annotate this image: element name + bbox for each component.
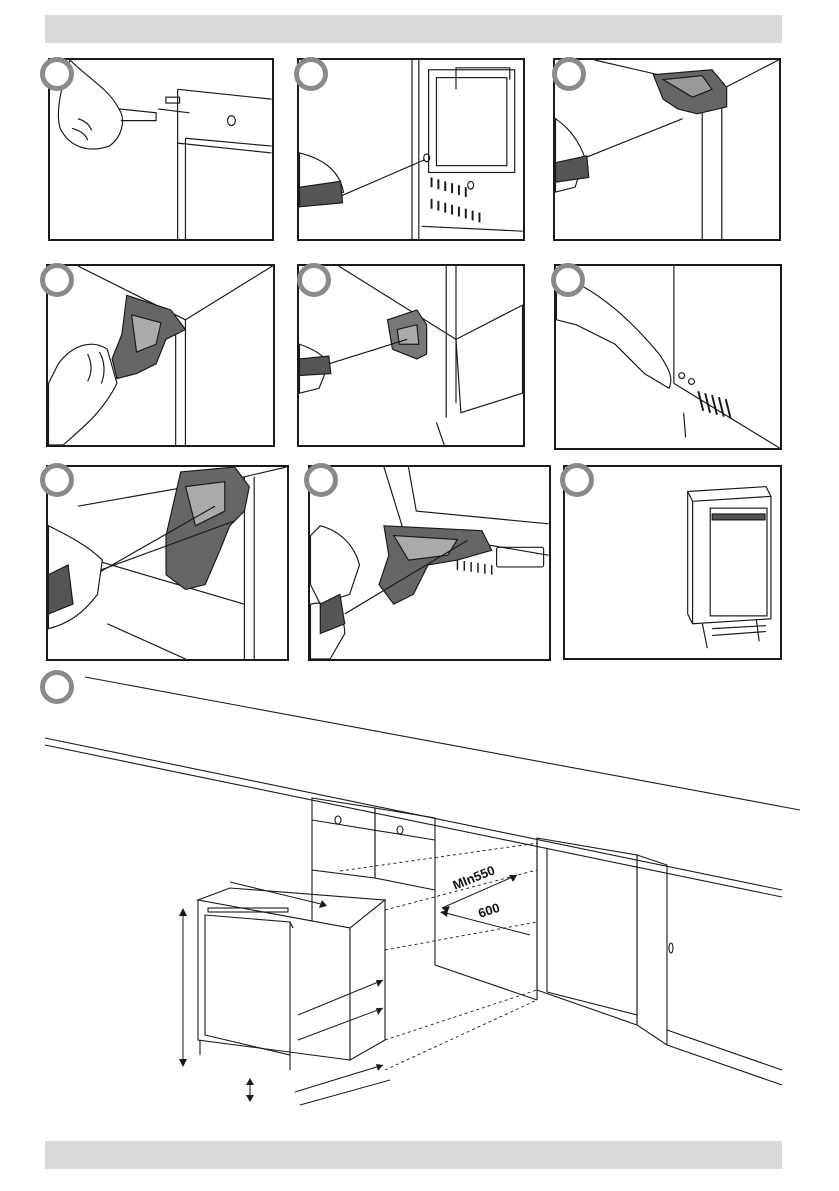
installation-dimensions-diagram: MIn550 600 bbox=[40, 660, 800, 1130]
step-marker-10 bbox=[40, 670, 74, 704]
step-marker-8 bbox=[304, 463, 338, 497]
illustration-step-7 bbox=[46, 465, 289, 661]
side-bracket-screw-illustration bbox=[299, 266, 523, 445]
screwdriver-top-screw-illustration bbox=[50, 60, 272, 239]
illustration-step-4 bbox=[46, 264, 275, 447]
step-marker-4 bbox=[40, 263, 74, 297]
illustration-step-5 bbox=[297, 264, 525, 447]
illustration-step-6 bbox=[554, 264, 782, 450]
illustration-step-8 bbox=[308, 465, 551, 661]
kitchen-cabinet-scene: MIn550 600 bbox=[40, 660, 800, 1130]
illustration-step-9 bbox=[563, 465, 782, 660]
step-marker-3 bbox=[552, 57, 586, 91]
step-marker-5 bbox=[297, 263, 331, 297]
illustration-step-1 bbox=[48, 58, 274, 241]
illustration-step-3 bbox=[553, 58, 781, 241]
step-marker-7 bbox=[40, 463, 74, 497]
bottom-bracket-screw-illustration bbox=[310, 467, 549, 659]
bracket-corner-hold-illustration bbox=[48, 266, 273, 445]
bracket-attach-top-illustration bbox=[555, 60, 779, 239]
step-marker-9 bbox=[560, 463, 594, 497]
finished-appliance-illustration bbox=[565, 467, 780, 658]
min-depth-label: MIn550 bbox=[451, 862, 497, 892]
footer-bar bbox=[45, 1141, 782, 1169]
step-marker-1 bbox=[40, 57, 74, 91]
appliance-push-in-illustration bbox=[556, 266, 780, 448]
step-marker-2 bbox=[294, 57, 328, 91]
step-marker-6 bbox=[551, 263, 585, 297]
bracket-screw-inside-illustration bbox=[48, 467, 287, 659]
width-label: 600 bbox=[476, 900, 501, 921]
header-bar bbox=[45, 15, 782, 43]
screwdriver-side-screw-illustration bbox=[299, 60, 523, 239]
illustration-step-2 bbox=[297, 58, 525, 241]
